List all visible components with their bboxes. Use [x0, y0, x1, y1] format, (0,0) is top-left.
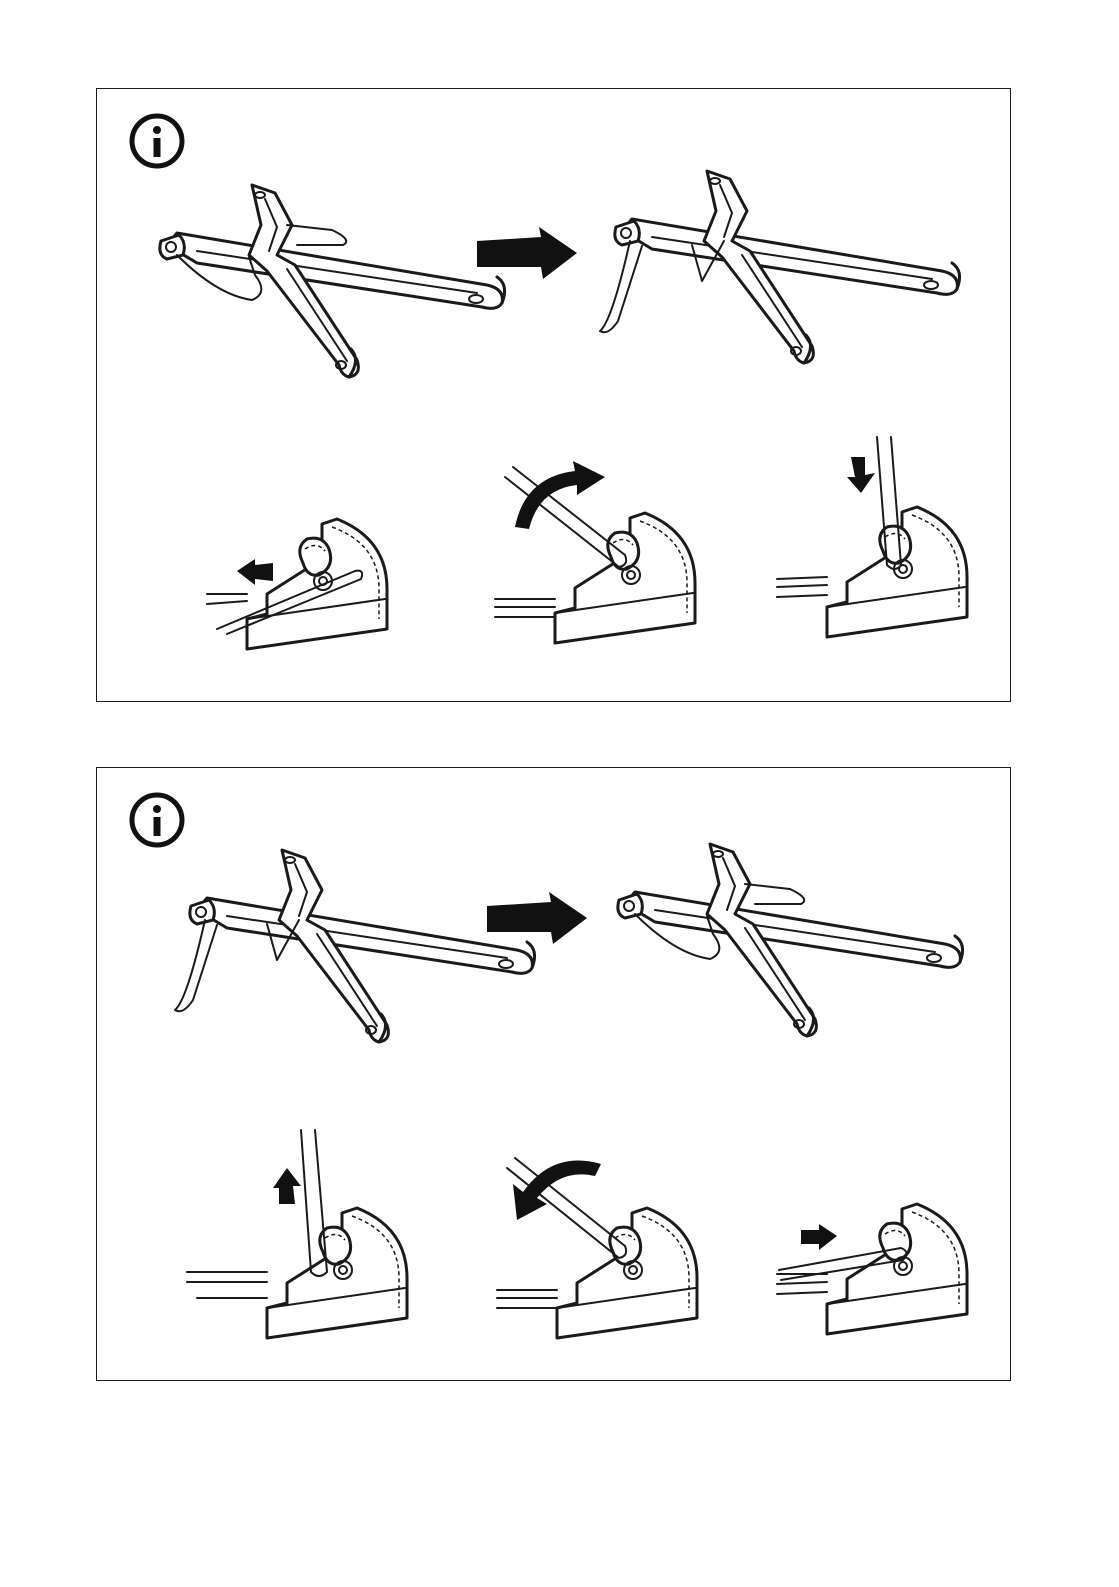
arrow-down-icon [847, 457, 875, 493]
info-icon [132, 116, 182, 166]
clip-step-rotate-up [495, 461, 695, 643]
hanger-closed-illustration [618, 844, 963, 1036]
arrow-right-icon [801, 1224, 837, 1250]
instruction-panel-top [96, 88, 1011, 702]
panel-top-illustration [97, 89, 1009, 700]
hanger-closed-illustration [160, 185, 505, 377]
info-icon [132, 795, 182, 845]
panel-bottom-illustration [97, 768, 1009, 1379]
rotate-arrow-icon [513, 1161, 601, 1221]
clip-step-lift-up [187, 1130, 407, 1338]
arrow-left-icon [237, 559, 273, 585]
arrow-up-icon [273, 1168, 301, 1204]
clip-step-pull-left [207, 519, 387, 649]
hanger-open-illustration [175, 850, 535, 1042]
clip-step-push-right [777, 1204, 967, 1334]
arrow-right-icon [487, 892, 587, 944]
instruction-panel-bottom [96, 767, 1011, 1381]
clip-step-rotate-down [497, 1158, 697, 1338]
hanger-open-illustration [600, 171, 960, 363]
arrow-right-icon [477, 227, 577, 279]
clip-step-press-down [777, 437, 967, 637]
